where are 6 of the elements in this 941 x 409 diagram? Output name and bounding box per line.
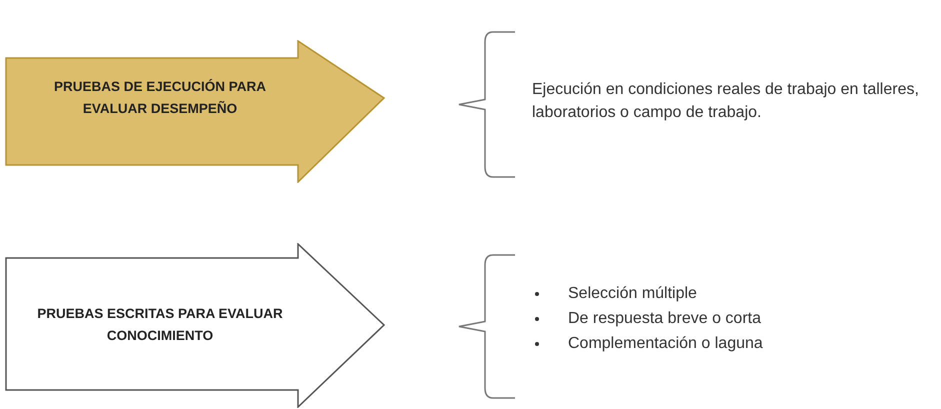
arrow-label: PRUEBAS ESCRITAS PARA EVALUAR CONOCIMIENTO [36,305,284,345]
list-item: De respuesta breve o corta [568,309,762,329]
list-item: Selección múltiple [568,284,698,304]
list-item: Complementación o laguna [568,334,764,354]
description-text: Ejecución en condiciones reales de trabajo en talleres, laboratorios o campo de trabajo. [532,80,920,123]
arrow-label: PRUEBAS DE EJECUCIÓN PARA EVALUAR DESEMPEÑO [52,78,268,118]
